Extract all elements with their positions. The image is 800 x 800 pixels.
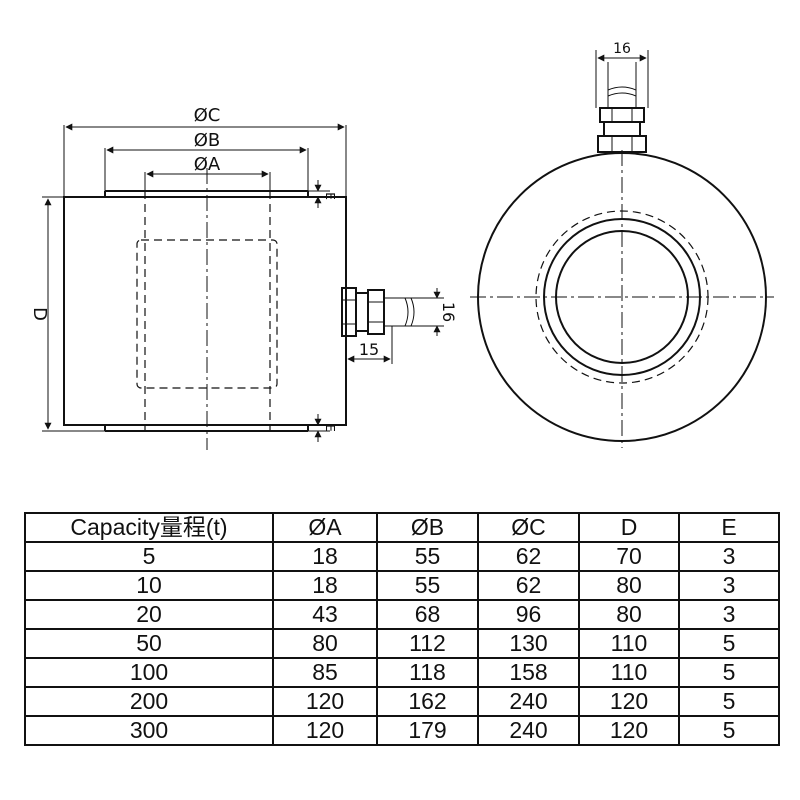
- cell-d: 110: [578, 628, 680, 659]
- table-row: 300 120 179 240 120 5: [24, 715, 780, 746]
- cell-a: 80: [272, 628, 378, 659]
- cell-b: 179: [376, 715, 479, 746]
- cell-d: 70: [578, 541, 680, 572]
- dim-e-bottom-label: E: [323, 424, 337, 432]
- side-view: ØC ØB ØA D E E: [29, 105, 458, 450]
- cell-e: 3: [678, 599, 780, 630]
- cell-d: 120: [578, 686, 680, 717]
- cell-e: 3: [678, 541, 780, 572]
- cell-d: 80: [578, 599, 680, 630]
- dim-c-label: ØC: [194, 105, 221, 126]
- table-row: 20 43 68 96 80 3: [24, 599, 780, 630]
- table-row: 10 18 55 62 80 3: [24, 570, 780, 601]
- cell-c: 240: [477, 715, 580, 746]
- cable-len-label: 15: [359, 340, 379, 359]
- header-capacity: Capacity量程(t): [24, 512, 274, 543]
- cell-c: 240: [477, 686, 580, 717]
- cell-a: 18: [272, 541, 378, 572]
- cell-e: 5: [678, 686, 780, 717]
- cell-capacity: 50: [24, 628, 274, 659]
- cell-a: 120: [272, 715, 378, 746]
- header-c: ØC: [477, 512, 580, 543]
- cell-a: 85: [272, 657, 378, 688]
- table-row: 200 120 162 240 120 5: [24, 686, 780, 717]
- table-row: 50 80 112 130 110 5: [24, 628, 780, 659]
- cell-e: 5: [678, 628, 780, 659]
- cell-e: 5: [678, 657, 780, 688]
- cell-capacity: 10: [24, 570, 274, 601]
- cell-capacity: 5: [24, 541, 274, 572]
- cell-d: 80: [578, 570, 680, 601]
- table-header-row: Capacity量程(t) ØA ØB ØC D E: [24, 512, 780, 543]
- technical-drawing: ØC ØB ØA D E E: [29, 41, 774, 450]
- cell-d: 120: [578, 715, 680, 746]
- spec-table: Capacity量程(t) ØA ØB ØC D E 5 18 55 62 70…: [24, 512, 780, 746]
- header-e: E: [678, 512, 780, 543]
- cell-b: 68: [376, 599, 479, 630]
- cell-a: 120: [272, 686, 378, 717]
- cell-c: 96: [477, 599, 580, 630]
- gauge-window: [136, 239, 278, 389]
- table-row: 100 85 118 158 110 5: [24, 657, 780, 688]
- dim-a-label: ØA: [194, 154, 221, 175]
- top-view: 16: [470, 41, 774, 448]
- dim-b-label: ØB: [194, 130, 221, 151]
- cell-b: 55: [376, 541, 479, 572]
- dim-d-label: D: [29, 307, 50, 321]
- cell-e: 3: [678, 570, 780, 601]
- cell-b: 118: [376, 657, 479, 688]
- load-cell-body: [63, 196, 347, 426]
- cell-capacity: 200: [24, 686, 274, 717]
- cell-c: 62: [477, 541, 580, 572]
- cell-capacity: 100: [24, 657, 274, 688]
- cell-e: 5: [678, 715, 780, 746]
- cell-capacity: 20: [24, 599, 274, 630]
- cell-a: 43: [272, 599, 378, 630]
- cell-c: 62: [477, 570, 580, 601]
- cell-b: 55: [376, 570, 479, 601]
- cell-b: 112: [376, 628, 479, 659]
- cable-dia-label: 16: [439, 302, 458, 322]
- header-b: ØB: [376, 512, 479, 543]
- cell-c: 158: [477, 657, 580, 688]
- header-d: D: [578, 512, 680, 543]
- cell-capacity: 300: [24, 715, 274, 746]
- cell-a: 18: [272, 570, 378, 601]
- cell-b: 162: [376, 686, 479, 717]
- cable-gland-top: [597, 62, 647, 153]
- cell-c: 130: [477, 628, 580, 659]
- cable-gland-side: [341, 287, 430, 337]
- header-a: ØA: [272, 512, 378, 543]
- cell-d: 110: [578, 657, 680, 688]
- cable-width-label: 16: [613, 41, 631, 57]
- table-row: 5 18 55 62 70 3: [24, 541, 780, 572]
- dim-e-top-label: E: [323, 192, 337, 200]
